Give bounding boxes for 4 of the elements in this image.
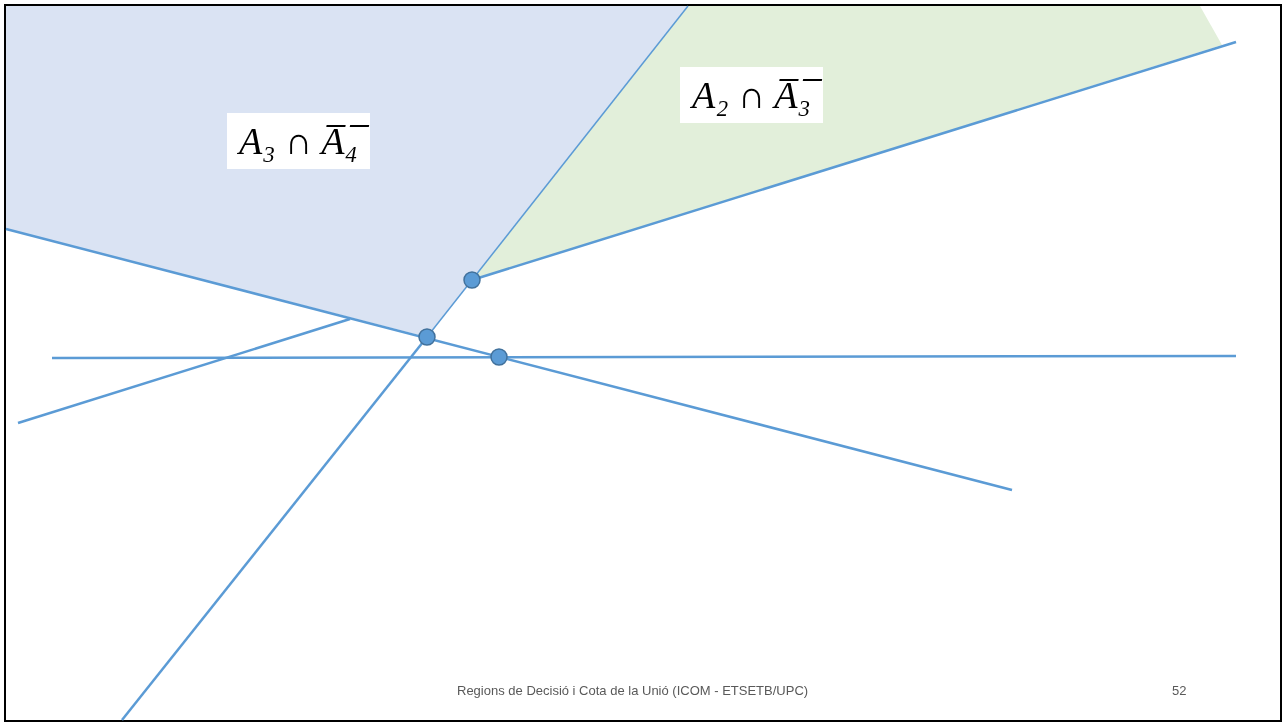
region-label: A₂ ∩ A̅₃̅ <box>680 67 823 123</box>
page-number: 52 <box>1172 683 1187 698</box>
region-label: A₃ ∩ A̅₄̅ <box>227 113 370 169</box>
footer-text: Regions de Decisió i Cota de la Unió (ICOM - ETSETB/UPC) <box>457 683 809 698</box>
